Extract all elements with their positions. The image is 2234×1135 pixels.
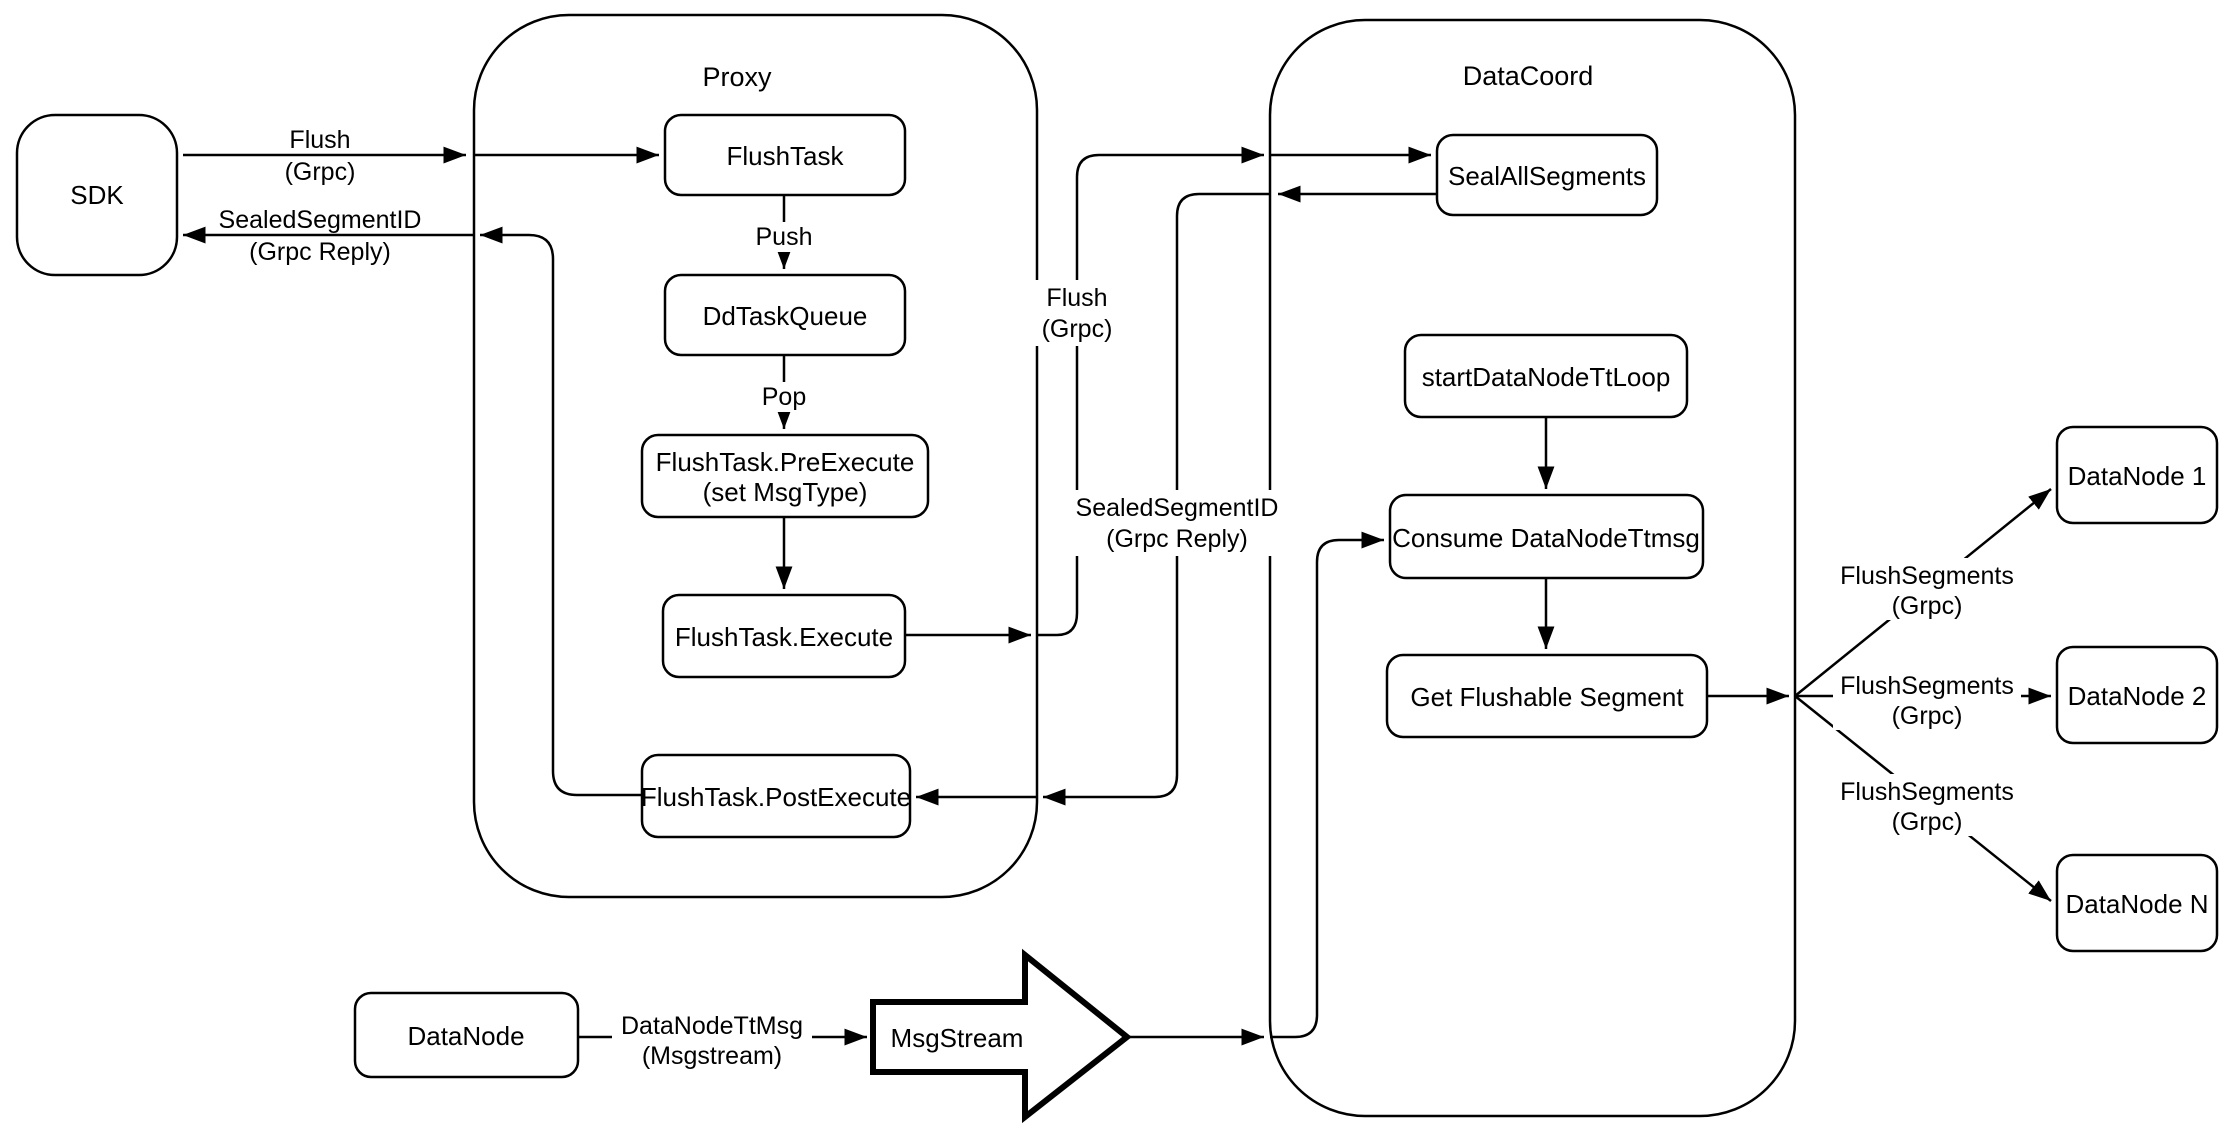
- node-seal-all-segments-label: SealAllSegments: [1448, 161, 1646, 191]
- svg-text:(Grpc): (Grpc): [1892, 592, 1963, 620]
- svg-text:Pop: Pop: [762, 383, 806, 411]
- svg-text:FlushSegments: FlushSegments: [1840, 778, 2014, 806]
- edge-datacoord-to-consume: [1270, 531, 1384, 1039]
- label-push: Push: [752, 222, 816, 252]
- svg-text:(Grpc): (Grpc): [1892, 808, 1963, 836]
- svg-text:FlushSegments: FlushSegments: [1840, 562, 2014, 590]
- node-execute-label: FlushTask.Execute: [675, 622, 893, 652]
- node-msg-stream-label: MsgStream: [891, 1023, 1024, 1053]
- svg-text:(Grpc): (Grpc): [1042, 315, 1113, 343]
- label-sdk-flush: Flush (Grpc): [285, 126, 356, 186]
- label-proxy-reply: SealedSegmentID (Grpc Reply): [1072, 490, 1282, 556]
- label-flush-segments-3: FlushSegments (Grpc): [1833, 774, 2021, 836]
- node-get-flushable-segment: Get Flushable Segment: [1385, 653, 1709, 739]
- node-sdk-label: SDK: [70, 180, 124, 210]
- node-post-execute: FlushTask.PostExecute: [640, 753, 912, 839]
- label-flush-segments-1: FlushSegments (Grpc): [1833, 558, 2021, 620]
- node-data-node: DataNode: [353, 991, 580, 1079]
- node-get-flushable-segment-label: Get Flushable Segment: [1410, 682, 1684, 712]
- node-flush-task-label: FlushTask: [726, 141, 844, 171]
- node-post-execute-label: FlushTask.PostExecute: [641, 782, 911, 812]
- svg-text:SealedSegmentID: SealedSegmentID: [219, 206, 422, 234]
- node-consume-data-node-ttmsg-label: Consume DataNodeTtmsg: [1392, 523, 1700, 553]
- label-sdk-reply: SealedSegmentID (Grpc Reply): [219, 206, 422, 266]
- node-data-node-1-label: DataNode 1: [2068, 461, 2207, 491]
- svg-text:FlushSegments: FlushSegments: [1840, 672, 2014, 700]
- node-start-data-node-tt-loop: startDataNodeTtLoop: [1403, 333, 1689, 419]
- node-execute: FlushTask.Execute: [661, 593, 907, 679]
- node-consume-data-node-ttmsg: Consume DataNodeTtmsg: [1388, 493, 1705, 580]
- label-pop: Pop: [756, 382, 812, 412]
- node-pre-execute-label-line1: FlushTask.PreExecute: [656, 447, 915, 477]
- label-proxy-flush: Flush (Grpc): [1028, 280, 1126, 346]
- node-data-node-1: DataNode 1: [2055, 425, 2219, 525]
- msg-stream-arrow-shape: [870, 948, 1132, 1124]
- node-data-node-2: DataNode 2: [2055, 645, 2219, 745]
- node-start-data-node-tt-loop-label: startDataNodeTtLoop: [1422, 362, 1671, 392]
- node-pre-execute: FlushTask.PreExecute (set MsgType): [640, 433, 930, 519]
- svg-text:DataNodeTtMsg: DataNodeTtMsg: [621, 1012, 803, 1040]
- svg-text:Flush: Flush: [1046, 284, 1107, 312]
- node-msg-stream: MsgStream: [870, 948, 1132, 1124]
- proxy-container-label: Proxy: [702, 62, 772, 92]
- node-data-node-n: DataNode N: [2055, 853, 2219, 953]
- node-data-node-label: DataNode: [407, 1021, 524, 1051]
- edge-postexecute-to-proxy-edge: [480, 226, 642, 797]
- node-data-node-n-label: DataNode N: [2065, 889, 2208, 919]
- edge-flush-to-datacoord-edge: [1037, 146, 1264, 637]
- svg-text:(Msgstream): (Msgstream): [642, 1042, 782, 1070]
- node-flush-task: FlushTask: [663, 113, 907, 197]
- node-dd-task-queue: DdTaskQueue: [663, 273, 907, 357]
- svg-text:(Grpc Reply): (Grpc Reply): [1106, 525, 1248, 553]
- node-sdk: SDK: [15, 113, 179, 277]
- svg-text:(Grpc Reply): (Grpc Reply): [249, 238, 391, 266]
- datacoord-container: DataCoord: [1268, 18, 1797, 1118]
- svg-text:SealedSegmentID: SealedSegmentID: [1076, 494, 1279, 522]
- node-dd-task-queue-label: DdTaskQueue: [703, 301, 868, 331]
- svg-text:Flush: Flush: [289, 126, 350, 154]
- node-data-node-2-label: DataNode 2: [2068, 681, 2207, 711]
- label-data-node-tt-msg: DataNodeTtMsg (Msgstream): [612, 1008, 812, 1070]
- proxy-container: Proxy: [472, 13, 1039, 899]
- svg-text:(Grpc): (Grpc): [1892, 702, 1963, 730]
- node-pre-execute-label-line2: (set MsgType): [703, 477, 868, 507]
- svg-text:Push: Push: [756, 223, 813, 251]
- label-flush-segments-2: FlushSegments (Grpc): [1833, 668, 2021, 730]
- edge-labels: Flush (Grpc) SealedSegmentID (Grpc Reply…: [219, 126, 2021, 1070]
- node-seal-all-segments: SealAllSegments: [1435, 133, 1659, 217]
- datacoord-container-label: DataCoord: [1463, 61, 1594, 91]
- svg-text:(Grpc): (Grpc): [285, 158, 356, 186]
